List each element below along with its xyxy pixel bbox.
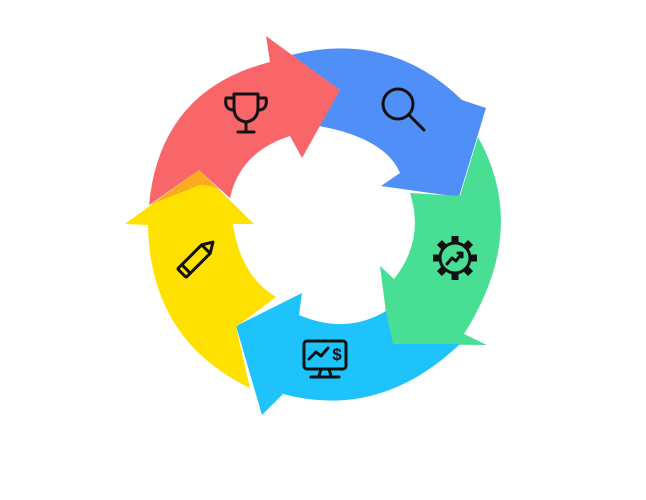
dollar-glyph: $ [332,345,342,364]
cycle-ring [125,36,501,415]
monitor-dollar-icon: $ [302,339,348,379]
segment-search-arrow [291,48,486,197]
trophy-icon [224,92,268,134]
gear-growth-icon [433,236,477,280]
pencil-icon [176,240,215,279]
segment-optimize-arrow [380,137,501,345]
magnifier-icon [381,87,426,132]
segment-win-shade [149,170,230,205]
segment-create-arrow [125,170,276,388]
segment-analytics-arrow [236,293,460,415]
